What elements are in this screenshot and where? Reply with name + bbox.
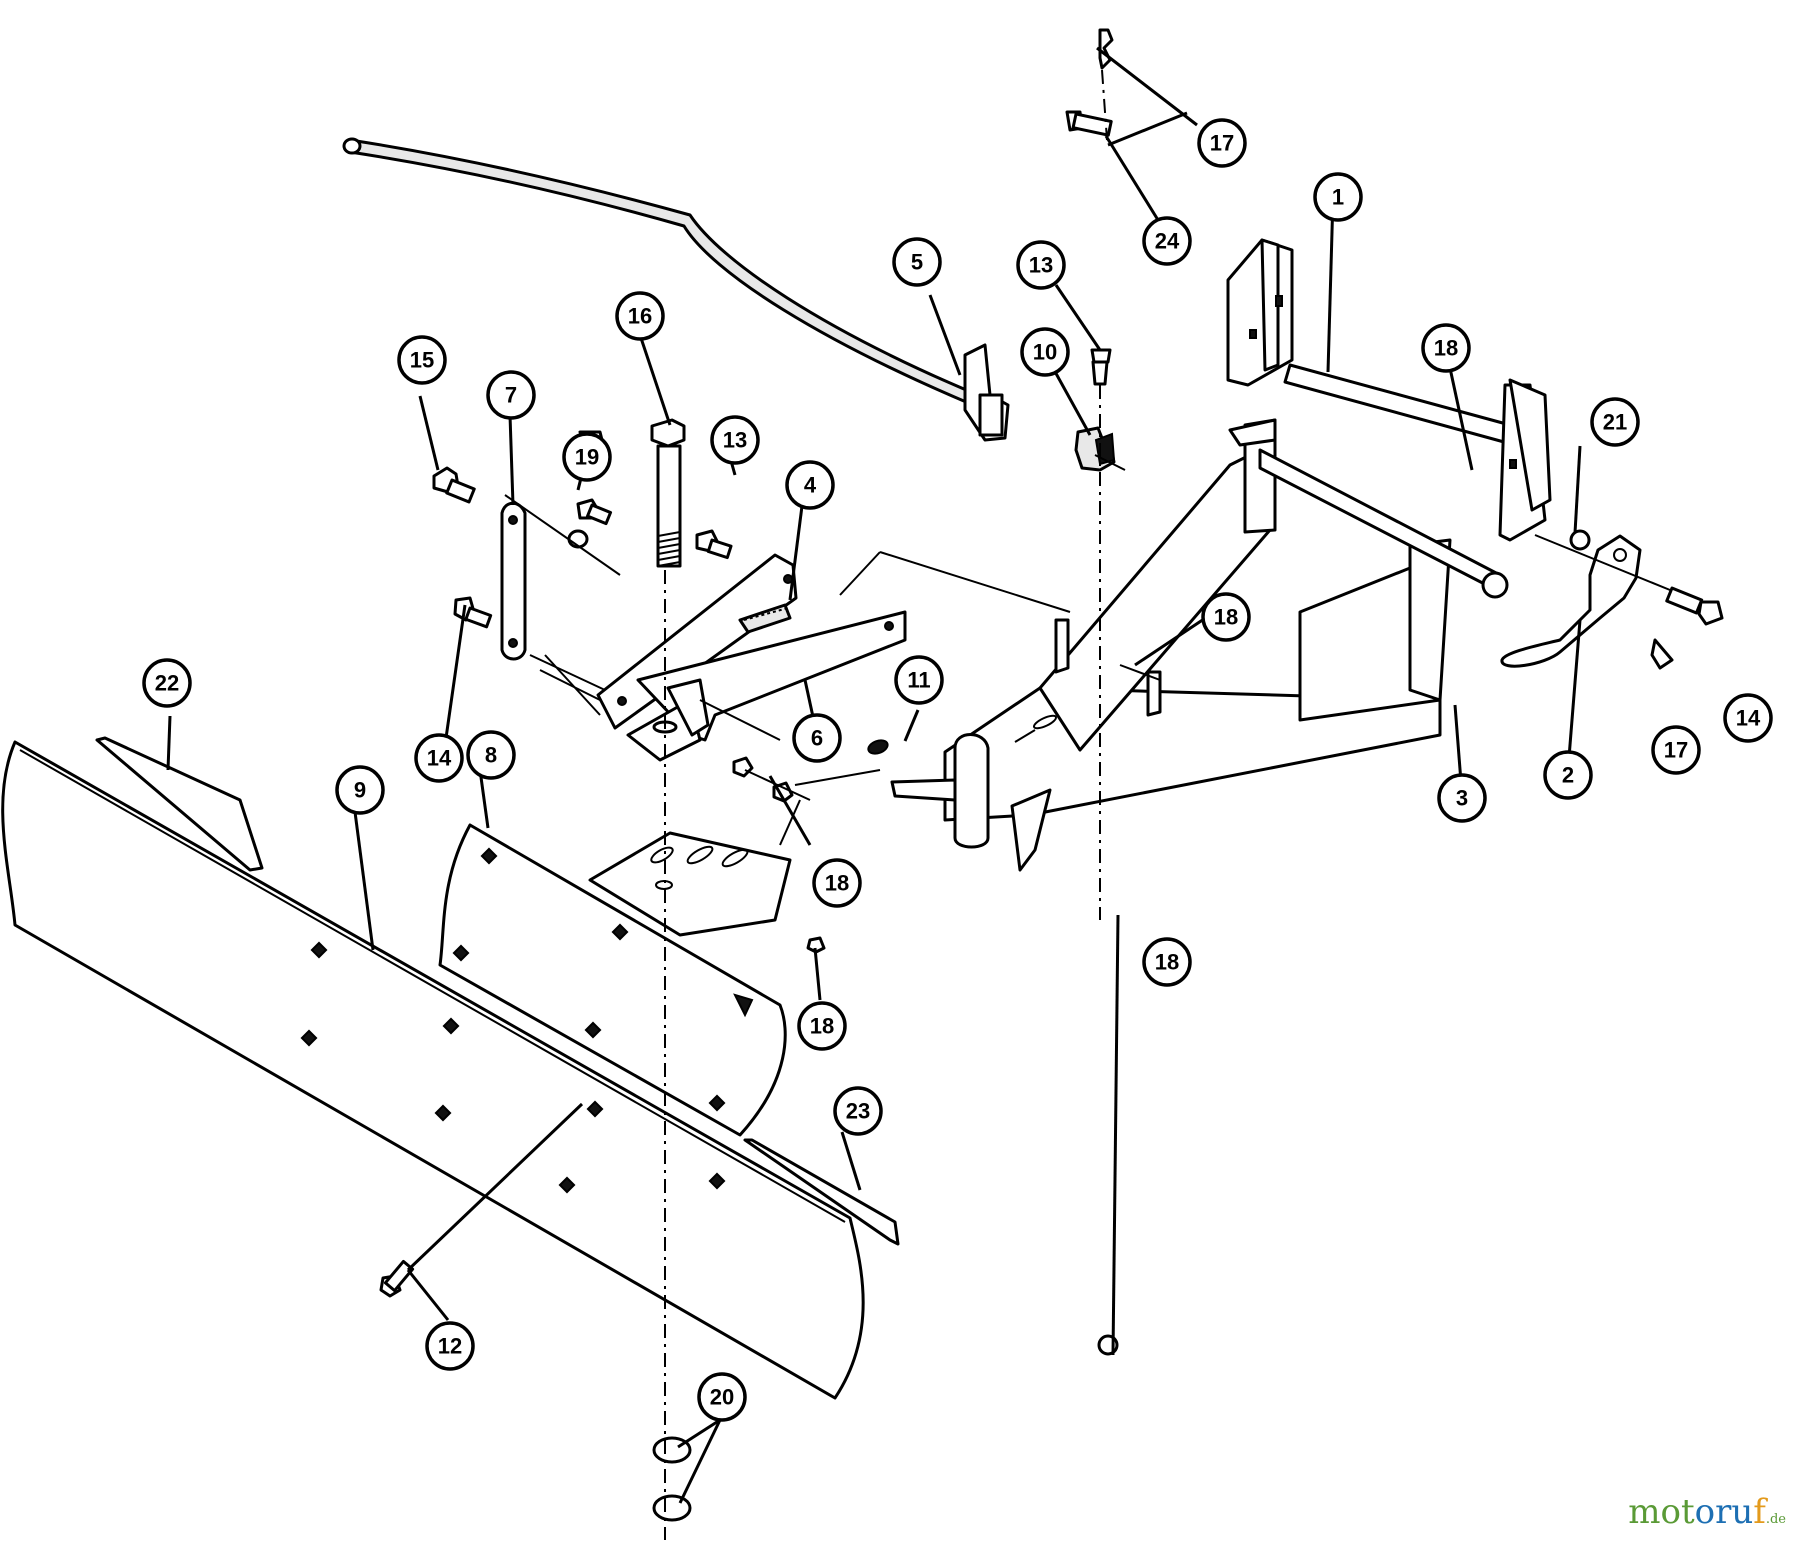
callout-4: 4 (785, 460, 835, 510)
callout-label: 7 (505, 383, 517, 408)
latch-arm-part (1500, 534, 1642, 668)
callout-18-plate: 18 (797, 1001, 847, 1051)
callout-label: 24 (1155, 229, 1180, 254)
callout-label: 18 (1155, 950, 1179, 975)
callout-18-frame: 18 (1201, 592, 1251, 642)
callout-label: 3 (1456, 786, 1468, 811)
callout-label: 18 (825, 871, 849, 896)
callout-12: 12 (425, 1321, 475, 1371)
callout-label: 23 (846, 1099, 870, 1124)
callout-label: 8 (485, 743, 497, 768)
callout-label: 22 (155, 671, 179, 696)
lift-rod-part (342, 137, 1010, 442)
watermark-part-a: mot (1628, 1492, 1695, 1532)
callout-18-bracket: 18 (812, 858, 862, 908)
callout-label: 9 (354, 778, 366, 803)
callout-20: 20 (697, 1372, 747, 1422)
clevis-part (1074, 426, 1116, 472)
callout-19: 19 (562, 432, 612, 482)
callout-5: 5 (892, 237, 942, 287)
callout-10: 10 (1020, 327, 1070, 377)
callout-label: 14 (1736, 706, 1761, 731)
callout-label: 16 (628, 304, 652, 329)
bracket-assembly-part (596, 553, 907, 762)
callout-2: 2 (1543, 750, 1593, 800)
long-bolt-part (650, 418, 686, 568)
callout-label: 18 (1434, 336, 1458, 361)
watermark-logo: motoruf.de (1628, 1492, 1786, 1532)
callout-label: 13 (723, 428, 747, 453)
hitch-plate-part (1226, 238, 1552, 542)
blade-mount-plate-part (438, 823, 792, 1137)
callout-8: 8 (466, 730, 516, 780)
callout-17-right: 17 (1651, 725, 1701, 775)
callout-label: 18 (1214, 605, 1238, 630)
callout-label: 19 (575, 445, 599, 470)
callout-14-left: 14 (414, 733, 464, 783)
callout-label: 10 (1033, 340, 1057, 365)
callout-13-mid: 13 (710, 415, 760, 465)
callout-9: 9 (335, 765, 385, 815)
watermark-part-d: .de (1765, 1512, 1786, 1527)
callout-3: 3 (1437, 773, 1487, 823)
callout-label: 1 (1332, 185, 1344, 210)
callout-22: 22 (142, 658, 192, 708)
callout-label: 14 (427, 746, 452, 771)
watermark-part-b: oru (1694, 1492, 1754, 1532)
callout-label: 18 (810, 1014, 834, 1039)
callout-label: 11 (907, 668, 930, 693)
callout-18-bottom: 18 (1142, 937, 1192, 987)
callout-label: 2 (1562, 763, 1574, 788)
cutting-edge-part (743, 1138, 900, 1246)
callout-24: 24 (1142, 216, 1192, 266)
callout-label: 21 (1603, 410, 1627, 435)
callout-16: 16 (615, 291, 665, 341)
callout-label: 5 (911, 250, 923, 275)
blade-part (1, 740, 865, 1400)
callout-label: 13 (1029, 253, 1053, 278)
callout-label: 20 (710, 1385, 734, 1410)
callout-label: 6 (811, 726, 823, 751)
callout-7: 7 (486, 370, 536, 420)
callout-label: 12 (438, 1334, 462, 1359)
callout-label: 17 (1664, 738, 1688, 763)
callout-14-right: 14 (1723, 693, 1773, 743)
callout-label: 15 (410, 348, 434, 373)
callout-label: 17 (1210, 131, 1234, 156)
callout-23: 23 (833, 1086, 883, 1136)
callout-21: 21 (1590, 397, 1640, 447)
callout-label: 4 (804, 473, 817, 498)
callout-11: 11 (894, 655, 944, 705)
left-edge-strip-part (95, 736, 264, 872)
callout-17-top: 17 (1197, 118, 1247, 168)
callout-18-rear: 18 (1421, 323, 1471, 373)
main-frame-part (890, 418, 1509, 872)
callout-13-top: 13 (1016, 240, 1066, 290)
callout-6: 6 (792, 713, 842, 763)
link-part (500, 501, 527, 661)
watermark-part-c: f (1753, 1492, 1766, 1532)
callout-1: 1 (1313, 172, 1363, 222)
callout-15: 15 (397, 335, 447, 385)
